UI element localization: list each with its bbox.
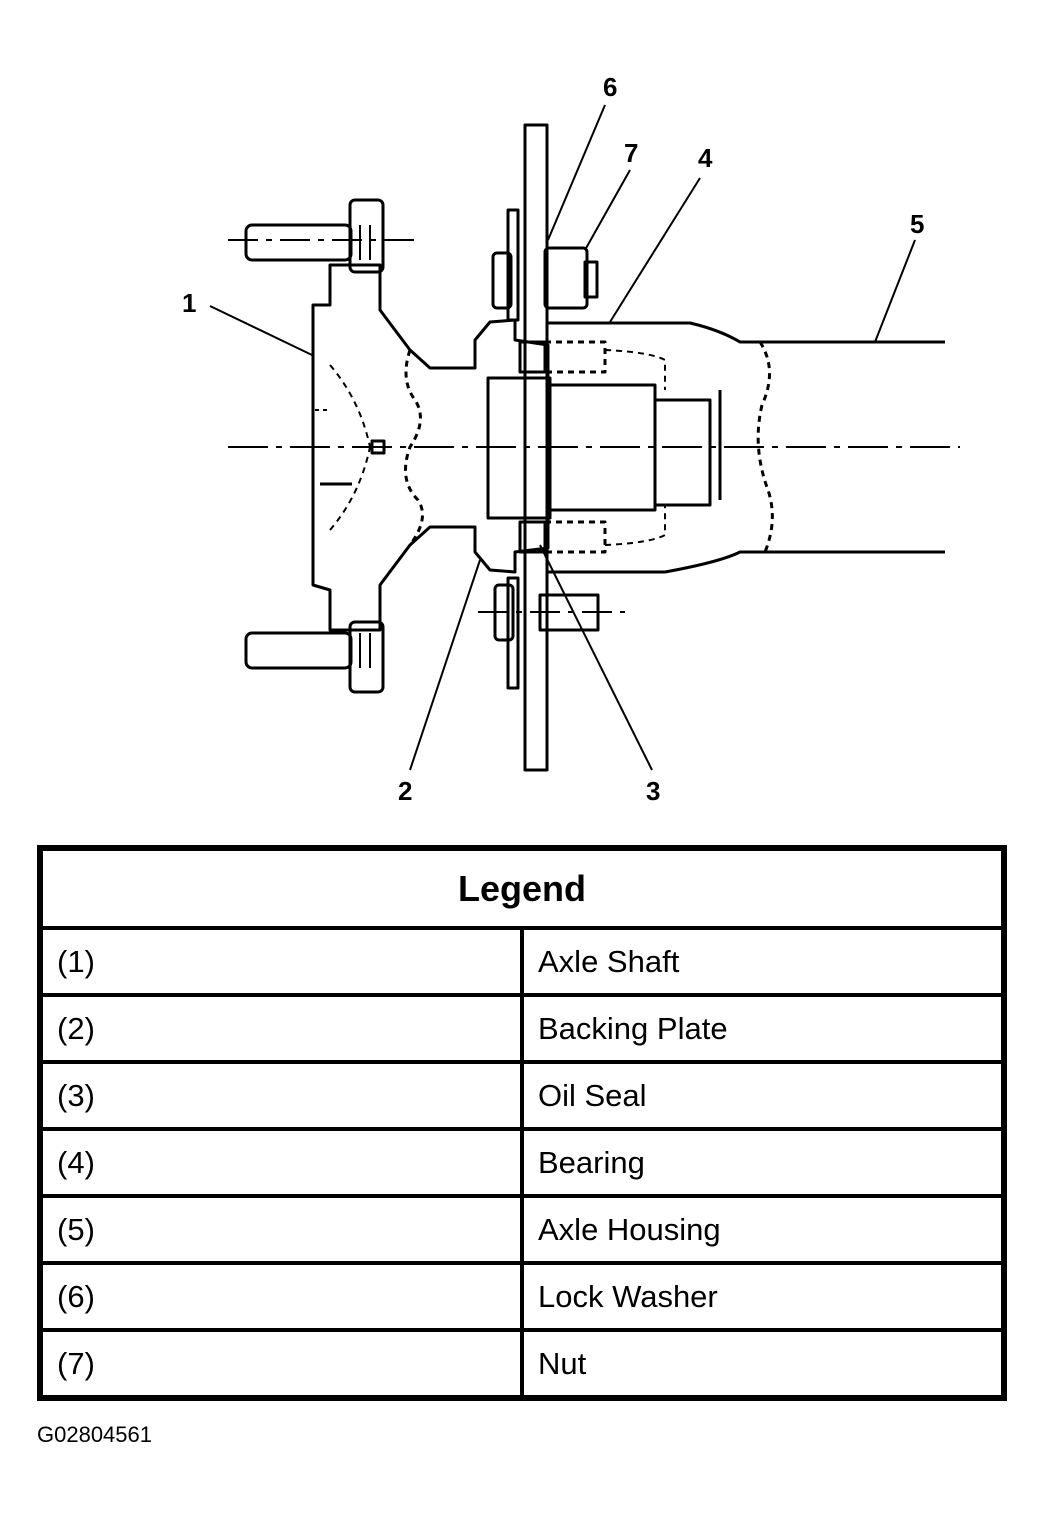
- legend-number: (7): [38, 1328, 524, 1400]
- callout-3: 3: [646, 776, 660, 806]
- callout-6: 6: [603, 72, 617, 102]
- backing-plate: [523, 123, 549, 772]
- legend-row: (3) Oil Seal: [38, 1060, 1006, 1131]
- legend-part-name: Axle Housing: [520, 1194, 1006, 1265]
- upper-bolt-head: [491, 251, 513, 310]
- legend-row: (7) Nut: [38, 1328, 1006, 1400]
- legend-number: (4): [38, 1127, 524, 1198]
- callout-7: 7: [624, 138, 638, 168]
- legend-number: (6): [38, 1261, 524, 1332]
- callout-2: 2: [398, 776, 412, 806]
- lower-nut: [538, 593, 600, 632]
- legend-row: (5) Axle Housing: [38, 1194, 1006, 1265]
- callout-1: 1: [182, 288, 196, 318]
- upper-nut: [543, 246, 589, 310]
- legend-title: Legend: [38, 846, 1006, 930]
- legend-row: (4) Bearing: [38, 1127, 1006, 1198]
- legend-table: Legend (1) Axle Shaft (2) Backing Plate …: [37, 845, 1007, 1401]
- figure-id: G02804561: [37, 1422, 152, 1447]
- legend-number: (5): [38, 1194, 524, 1265]
- legend-row: (6) Lock Washer: [38, 1261, 1006, 1332]
- legend-header-row: Legend: [38, 846, 1006, 930]
- upper-stud: [244, 223, 353, 262]
- legend-part-name: Oil Seal: [520, 1060, 1006, 1131]
- axle-housing: [547, 321, 945, 344]
- legend-part-name: Lock Washer: [520, 1261, 1006, 1332]
- axle-assembly-diagram: 1 2 3 4 5 6 7: [182, 72, 960, 806]
- legend-row: (2) Backing Plate: [38, 993, 1006, 1064]
- legend-number: (1): [38, 926, 524, 997]
- callout-4: 4: [698, 143, 713, 173]
- callout-5: 5: [910, 209, 924, 239]
- legend-part-name: Backing Plate: [520, 993, 1006, 1064]
- legend-part-name: Axle Shaft: [520, 926, 1006, 997]
- legend-number: (3): [38, 1060, 524, 1131]
- legend-part-name: Bearing: [520, 1127, 1006, 1198]
- lower-bolt-head: [493, 583, 515, 642]
- legend-part-name: Nut: [520, 1328, 1006, 1400]
- lower-stud: [244, 631, 353, 670]
- legend-number: (2): [38, 993, 524, 1064]
- legend-row: (1) Axle Shaft: [38, 926, 1006, 997]
